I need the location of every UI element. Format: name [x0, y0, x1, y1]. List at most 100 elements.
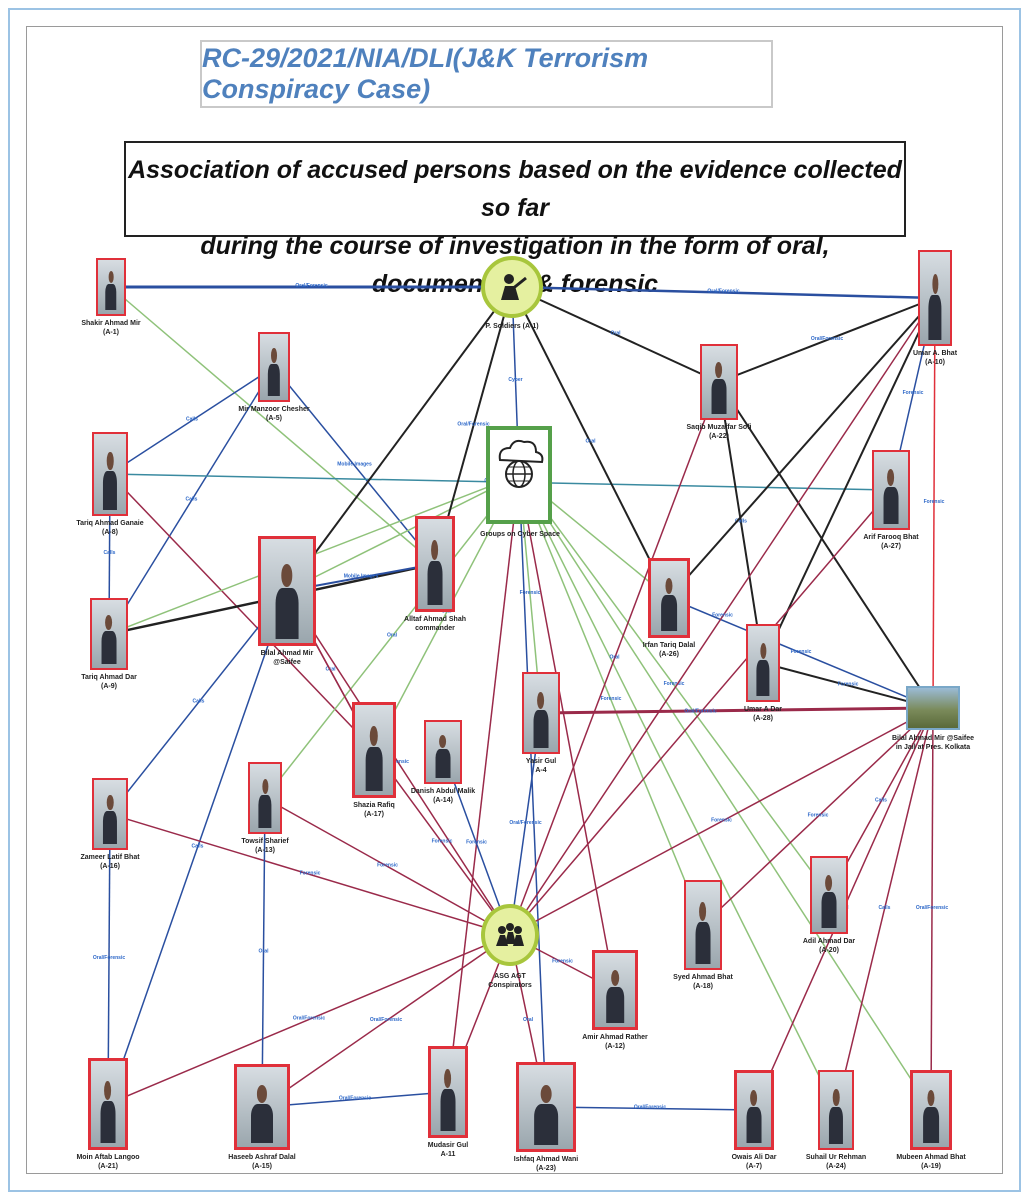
connection-edge	[518, 474, 616, 991]
silhouette-head	[370, 726, 378, 746]
person-code: (A-13)	[255, 847, 275, 854]
silhouette-head	[832, 1089, 840, 1106]
silhouette-head	[105, 615, 113, 630]
jail-place-image	[906, 686, 960, 730]
silhouette-body	[427, 560, 443, 605]
edge-label: Forensic	[552, 959, 573, 965]
silhouette-body	[923, 1106, 939, 1143]
edge-label: Forensic	[903, 390, 924, 396]
silhouette-head	[106, 795, 114, 810]
person-name: Saqib Muzaffar Sofi	[686, 424, 752, 431]
person-label: Shakir Ahmad Mir (A-1)	[61, 319, 161, 337]
person-name: Shakir Ahmad Mir	[81, 320, 141, 327]
connection-edge	[264, 797, 511, 936]
silhouette-head	[444, 1069, 452, 1088]
person-label: Danish Abdul Malik(A-14)	[393, 787, 493, 805]
person-code: (A-21)	[98, 1163, 118, 1170]
edge-label: Calls	[186, 417, 198, 423]
edge-label: Calls	[193, 699, 205, 705]
person-label: Shazia Rafiq(A-17)	[324, 801, 424, 819]
person-code: (A-15)	[252, 1163, 272, 1170]
edge-label: Calls	[104, 550, 116, 556]
edge-label: Oral/Forensic	[293, 1016, 325, 1022]
person-photo	[415, 516, 455, 612]
silhouette-head	[715, 362, 723, 378]
person-silhouette	[928, 273, 942, 340]
silhouette-body	[711, 378, 727, 414]
silhouette-body	[102, 810, 118, 844]
silhouette-head	[261, 779, 269, 794]
person-code: (A-1)	[103, 329, 119, 336]
connection-edge	[509, 381, 720, 936]
silhouette-head	[540, 1084, 552, 1103]
edge-label: Oral/Forensic	[707, 289, 739, 295]
person-photo	[818, 1070, 854, 1150]
person-photo	[810, 856, 848, 934]
cloud-globe-icon	[498, 439, 544, 488]
edge-label: Oral/Forensic	[339, 1096, 371, 1102]
silhouette-head	[271, 348, 277, 363]
person-code: A-11	[440, 1151, 456, 1158]
person-name: Mir Manzoor Chesher	[238, 406, 310, 413]
silhouette-body	[695, 921, 711, 964]
subtitle-line-2: during the course of investigation in th…	[200, 232, 830, 298]
edge-label: Oral	[609, 655, 620, 661]
person-silhouette	[251, 1085, 273, 1143]
soldier-icon	[501, 274, 527, 300]
silhouette-head	[106, 452, 114, 470]
silhouette-head	[927, 1089, 935, 1106]
person-silhouette	[711, 362, 727, 414]
connection-edge	[109, 590, 288, 815]
silhouette-head	[610, 969, 620, 986]
silhouette-body	[534, 1103, 558, 1145]
connection-edge	[107, 813, 111, 1105]
person-code: @Saifee	[273, 659, 301, 666]
connection-edge	[511, 285, 936, 300]
edge-label: Oral/Forensic	[509, 820, 541, 826]
person-name: Mudasir Gul	[427, 1142, 469, 1149]
edge-label: Oral/Forensic	[370, 1017, 402, 1023]
silhouette-head	[431, 540, 439, 560]
person-label: Irfan Tariq Dalal(A-26)	[619, 641, 719, 659]
person-silhouette	[275, 564, 299, 639]
edge-label: Forensic	[791, 649, 812, 655]
person-photo	[592, 950, 638, 1030]
inner-frame	[26, 26, 1003, 1174]
silhouette-body	[101, 630, 117, 664]
connection-edge	[545, 1106, 755, 1111]
person-photo	[648, 558, 690, 638]
person-label: Zameer Latif Bhat(A-16)	[60, 853, 160, 871]
edge-label: Calls	[735, 519, 747, 525]
bottom-hub-label: ASG AGT Conspirators	[458, 972, 562, 990]
top-hub-icon	[481, 256, 543, 318]
connection-edge	[668, 297, 936, 599]
silhouette-head	[699, 902, 707, 921]
connection-edge	[110, 286, 436, 565]
person-silhouette	[821, 874, 837, 928]
edge-label: Forensic	[300, 871, 321, 877]
person-photo	[88, 1058, 128, 1150]
person-name: Tariq Ahmad Ganaie	[76, 520, 144, 527]
person-code: (A-19)	[921, 1163, 941, 1170]
silhouette-head	[104, 1081, 112, 1100]
edge-label: Forensic	[432, 839, 453, 845]
connection-edge	[447, 474, 520, 1093]
connection-edge	[107, 590, 288, 1105]
connection-edge	[930, 707, 934, 1111]
edge-label: Oral/Forensic	[457, 422, 489, 428]
silhouette-body	[435, 748, 451, 778]
person-name: Towsif Sharief	[241, 838, 289, 845]
silhouette-head	[281, 564, 293, 587]
outer-frame	[8, 8, 1021, 1192]
person-code: (A-24)	[826, 1163, 846, 1170]
person-code: (A-12)	[605, 1043, 625, 1050]
connection-edge	[109, 473, 375, 751]
connection-edge	[109, 813, 511, 936]
connection-edge	[718, 297, 936, 383]
silhouette-head	[665, 577, 673, 594]
edge-label: Forensic	[601, 696, 622, 702]
person-name: Suhail Ur Rehman	[805, 1154, 867, 1161]
bottom-hub-label-2: Conspirators	[488, 982, 532, 989]
connection-edge	[261, 1091, 449, 1108]
